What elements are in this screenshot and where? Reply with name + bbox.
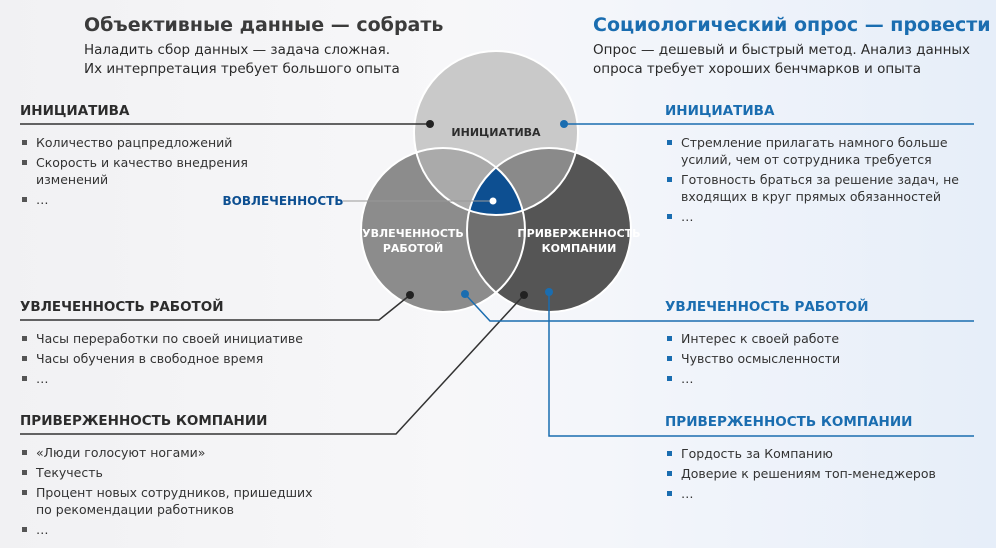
list-item: Часы обучения в свободное время: [20, 350, 350, 367]
list-item: Скорость и качество внедрения изменений: [20, 154, 270, 188]
left-subtitle: Наладить сбор данных — задача сложная. И…: [84, 41, 400, 79]
left-section-engagement-heading: УВЛЕЧЕННОСТЬ РАБОТОЙ: [20, 299, 224, 315]
list-item: Готовность браться за решение задач, не …: [665, 171, 965, 205]
right-section-engagement-heading: УВЛЕЧЕННОСТЬ РАБОТОЙ: [665, 299, 869, 315]
right-subtitle-line-1: Опрос — дешевый и быстрый метод. Анализ …: [593, 42, 971, 58]
right-subtitle-line-2: опроса требует хороших бенчмарков и опыт…: [593, 61, 921, 77]
right-section-engagement-list: Интерес к своей работе Чувство осмысленн…: [665, 330, 965, 390]
left-section-commitment-list: «Люди голосуют ногами» Текучесть Процент…: [20, 444, 320, 541]
list-item: Часы переработки по своей инициативе: [20, 330, 350, 347]
list-item: Процент новых сотрудников, пришедших по …: [20, 484, 320, 518]
list-item: Доверие к решениям топ-менеджеров: [665, 465, 965, 482]
list-item: Количество рацпредложений: [20, 134, 270, 151]
right-section-commitment-list: Гордость за Компанию Доверие к решениям …: [665, 445, 965, 505]
right-section-initiative-heading: ИНИЦИАТИВА: [665, 103, 775, 119]
left-section-initiative-list: Количество рацпредложений Скорость и кач…: [20, 134, 270, 211]
venn-label-right-1: ПРИВЕРЖЕННОСТЬ: [517, 227, 640, 240]
list-item: Интерес к своей работе: [665, 330, 965, 347]
right-section-initiative-list: Стремление прилагать намного больше усил…: [665, 134, 965, 228]
venn-label-left-1: УВЛЕЧЕННОСТЬ: [362, 227, 464, 240]
left-subtitle-line-2: Их интерпретация требует большого опыта: [84, 61, 400, 77]
venn-label-right-2: КОМПАНИИ: [542, 242, 617, 255]
list-item: …: [20, 521, 320, 538]
venn-label-left-2: РАБОТОЙ: [383, 242, 443, 255]
list-item: …: [20, 370, 350, 387]
right-title: Социологический опрос — провести: [593, 14, 991, 36]
list-item: Чувство осмысленности: [665, 350, 965, 367]
list-item: …: [665, 485, 965, 502]
left-section-engagement-list: Часы переработки по своей инициативе Час…: [20, 330, 350, 390]
connector-right-engagement: [464, 293, 974, 322]
venn-center-region: [467, 148, 525, 215]
venn-center-label: ВОВЛЕЧЕННОСТЬ: [223, 194, 344, 208]
list-item: «Люди голосуют ногами»: [20, 444, 320, 461]
list-item: Стремление прилагать намного больше усил…: [665, 134, 965, 168]
left-section-initiative-heading: ИНИЦИАТИВА: [20, 103, 130, 119]
right-subtitle: Опрос — дешевый и быстрый метод. Анализ …: [593, 41, 970, 79]
connector-left-engagement: [20, 294, 411, 321]
connector-right-commitment: [548, 292, 974, 437]
left-section-commitment-heading: ПРИВЕРЖЕННОСТЬ КОМПАНИИ: [20, 413, 268, 429]
list-item: Гордость за Компанию: [665, 445, 965, 462]
list-item: …: [665, 370, 965, 387]
center-dot: [489, 197, 497, 205]
connector-left-commitment: [20, 294, 525, 435]
list-item: …: [20, 191, 270, 208]
left-title: Объективные данные — собрать: [84, 14, 444, 36]
left-subtitle-line-1: Наладить сбор данных — задача сложная.: [84, 42, 390, 58]
list-item: …: [665, 208, 965, 225]
venn-label-top: ИНИЦИАТИВА: [451, 126, 541, 139]
right-section-commitment-heading: ПРИВЕРЖЕННОСТЬ КОМПАНИИ: [665, 414, 913, 430]
list-item: Текучесть: [20, 464, 320, 481]
